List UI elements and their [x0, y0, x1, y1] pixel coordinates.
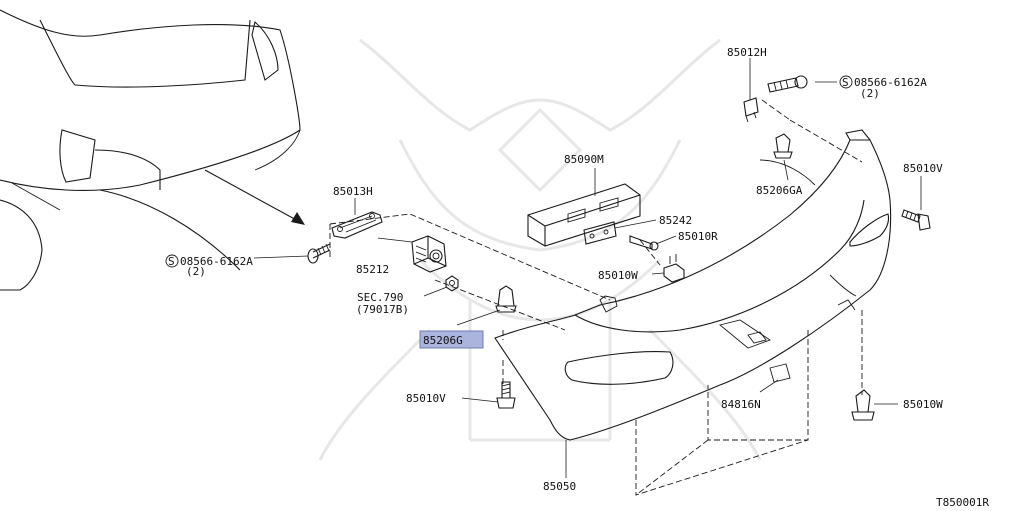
svg-text:S: S	[168, 255, 175, 268]
part-85013H-bracket	[331, 211, 383, 239]
label-85206G: 85206G	[423, 334, 463, 347]
highlight-85206G	[419, 330, 484, 349]
label-85012H: 85012H	[727, 46, 767, 59]
rear-bumper-fascia	[494, 129, 892, 441]
location-arrow	[204, 169, 305, 225]
screw-85010W-mid	[663, 254, 685, 283]
label-85010W-mid: 85010W	[598, 269, 638, 282]
S-circle-icon: S	[165, 254, 179, 268]
S-circle-icon: S	[839, 75, 853, 89]
part-85090M-module	[527, 183, 641, 247]
label-85010V-right: 85010V	[903, 162, 943, 175]
label-85010V-left: 85010V	[406, 392, 446, 405]
label-sec790-ref: (79017B)	[356, 303, 409, 316]
leader-lines	[253, 58, 922, 478]
part-85010R-rivet	[629, 235, 659, 251]
svg-text:S: S	[842, 76, 849, 89]
screw-85010V-left	[496, 381, 516, 409]
watermark-emblem	[318, 38, 762, 461]
label-85206GA: 85206GA	[756, 184, 803, 197]
label-85212: 85212	[356, 263, 389, 276]
label-85013H: 85013H	[333, 185, 373, 198]
screw-85010W-right	[851, 389, 875, 421]
label-84816N: 84816N	[721, 398, 761, 411]
label-qty-left: (2)	[186, 265, 206, 278]
screw-top	[767, 75, 808, 93]
part-85012H-clip	[743, 97, 759, 123]
part-85242-bracket	[583, 221, 617, 245]
label-qty-top: (2)	[860, 87, 880, 100]
part-85206GA-clip	[773, 133, 793, 159]
label-85010R: 85010R	[678, 230, 718, 243]
label-sec790: SEC.790	[357, 291, 403, 304]
label-85010W-right: 85010W	[903, 398, 943, 411]
label-08566-left: 08566-6162A	[180, 255, 253, 268]
label-85090M: 85090M	[564, 153, 604, 166]
label-85242: 85242	[659, 214, 692, 227]
label-85050: 85050	[543, 480, 576, 493]
label-08566-top: 08566-6162A	[854, 76, 927, 89]
diagram-id: T850001R	[936, 496, 989, 509]
part-85206G-clip	[495, 285, 517, 313]
part-85212-camera	[411, 235, 447, 273]
screw-left	[307, 243, 331, 264]
vehicle-rear-outline	[0, 9, 301, 291]
screw-85010V-right	[901, 209, 931, 231]
